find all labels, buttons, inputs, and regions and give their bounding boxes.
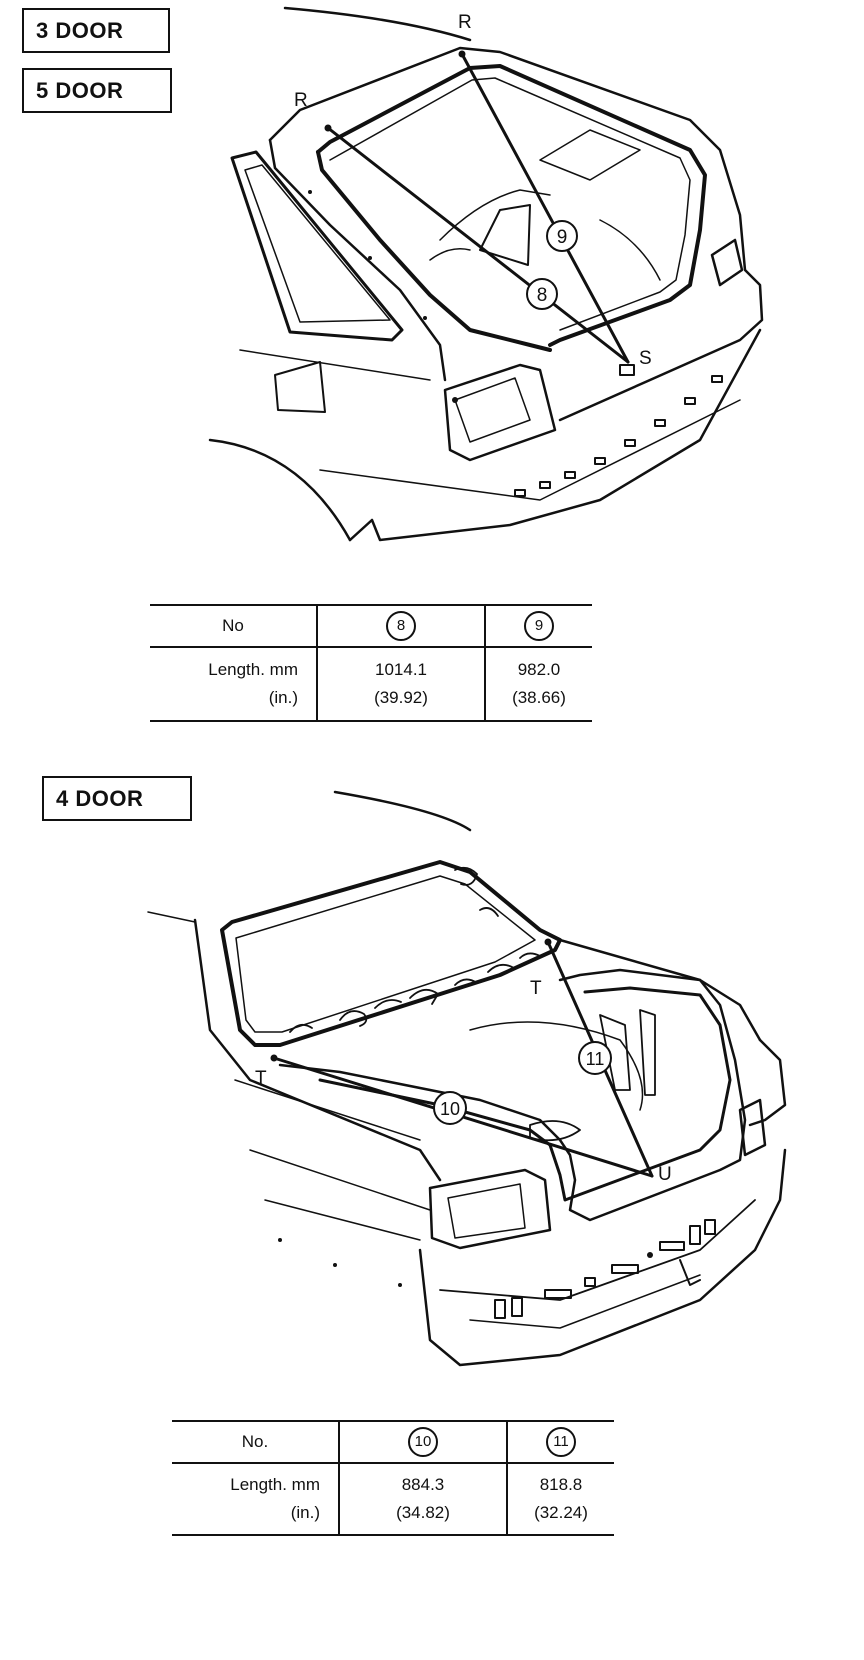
point-t-right: T (530, 978, 542, 999)
table-value-mm: 818.8 (539, 1475, 583, 1494)
point-t-left: T (255, 1068, 267, 1089)
table-value-in: (32.24) (534, 1503, 588, 1522)
table-col-no: 9 (524, 611, 554, 641)
table-value-mm: 982.0 (517, 660, 561, 679)
label-5-door: 5 DOOR (22, 68, 172, 113)
spec-table-top: No 8 9 Length. mm (in.) 1014.1 (39.92) 9… (150, 604, 592, 722)
table-col-no: 11 (546, 1427, 576, 1457)
measurement-line-8 (326, 126, 630, 364)
label-4-door: 4 DOOR (42, 776, 192, 821)
table-header-no: No (150, 604, 317, 647)
callout-11 (578, 1041, 612, 1075)
callout-9 (546, 220, 578, 252)
table-in-label: (in.) (290, 1503, 320, 1522)
table-value-in: (38.66) (512, 688, 566, 707)
table-value-mm: 884.3 (401, 1475, 445, 1494)
hatchback-rear-diagram: 9 8 R R S (0, 0, 864, 560)
point-u: U (658, 1164, 672, 1185)
table-header-no: No. (172, 1420, 339, 1463)
table-value-in: (34.82) (396, 1503, 450, 1522)
callout-8 (526, 278, 558, 310)
table-length-label: Length. mm (208, 660, 298, 679)
label-3-door: 3 DOOR (22, 8, 170, 53)
callout-11-text: 11 (586, 1049, 605, 1069)
point-s: S (639, 348, 652, 369)
callout-10-text: 10 (440, 1099, 460, 1119)
callout-9-text: 9 (557, 227, 568, 248)
table-col-no: 10 (408, 1427, 438, 1457)
table-in-label: (in.) (268, 688, 298, 707)
table-col-no: 8 (386, 611, 416, 641)
callout-10 (433, 1091, 467, 1125)
table-value-in: (39.92) (374, 688, 428, 707)
measurement-line-9 (460, 52, 630, 364)
point-r-left: R (294, 90, 308, 111)
callout-8-text: 8 (537, 285, 548, 306)
table-value-mm: 1014.1 (375, 660, 427, 679)
sedan-rear-diagram: 10 11 T T U (0, 780, 864, 1380)
spec-table-bottom: No. 10 11 Length. mm (in.) 884.3 (34.82)… (172, 1420, 614, 1536)
point-r-right: R (458, 12, 472, 33)
table-length-label: Length. mm (230, 1475, 320, 1494)
